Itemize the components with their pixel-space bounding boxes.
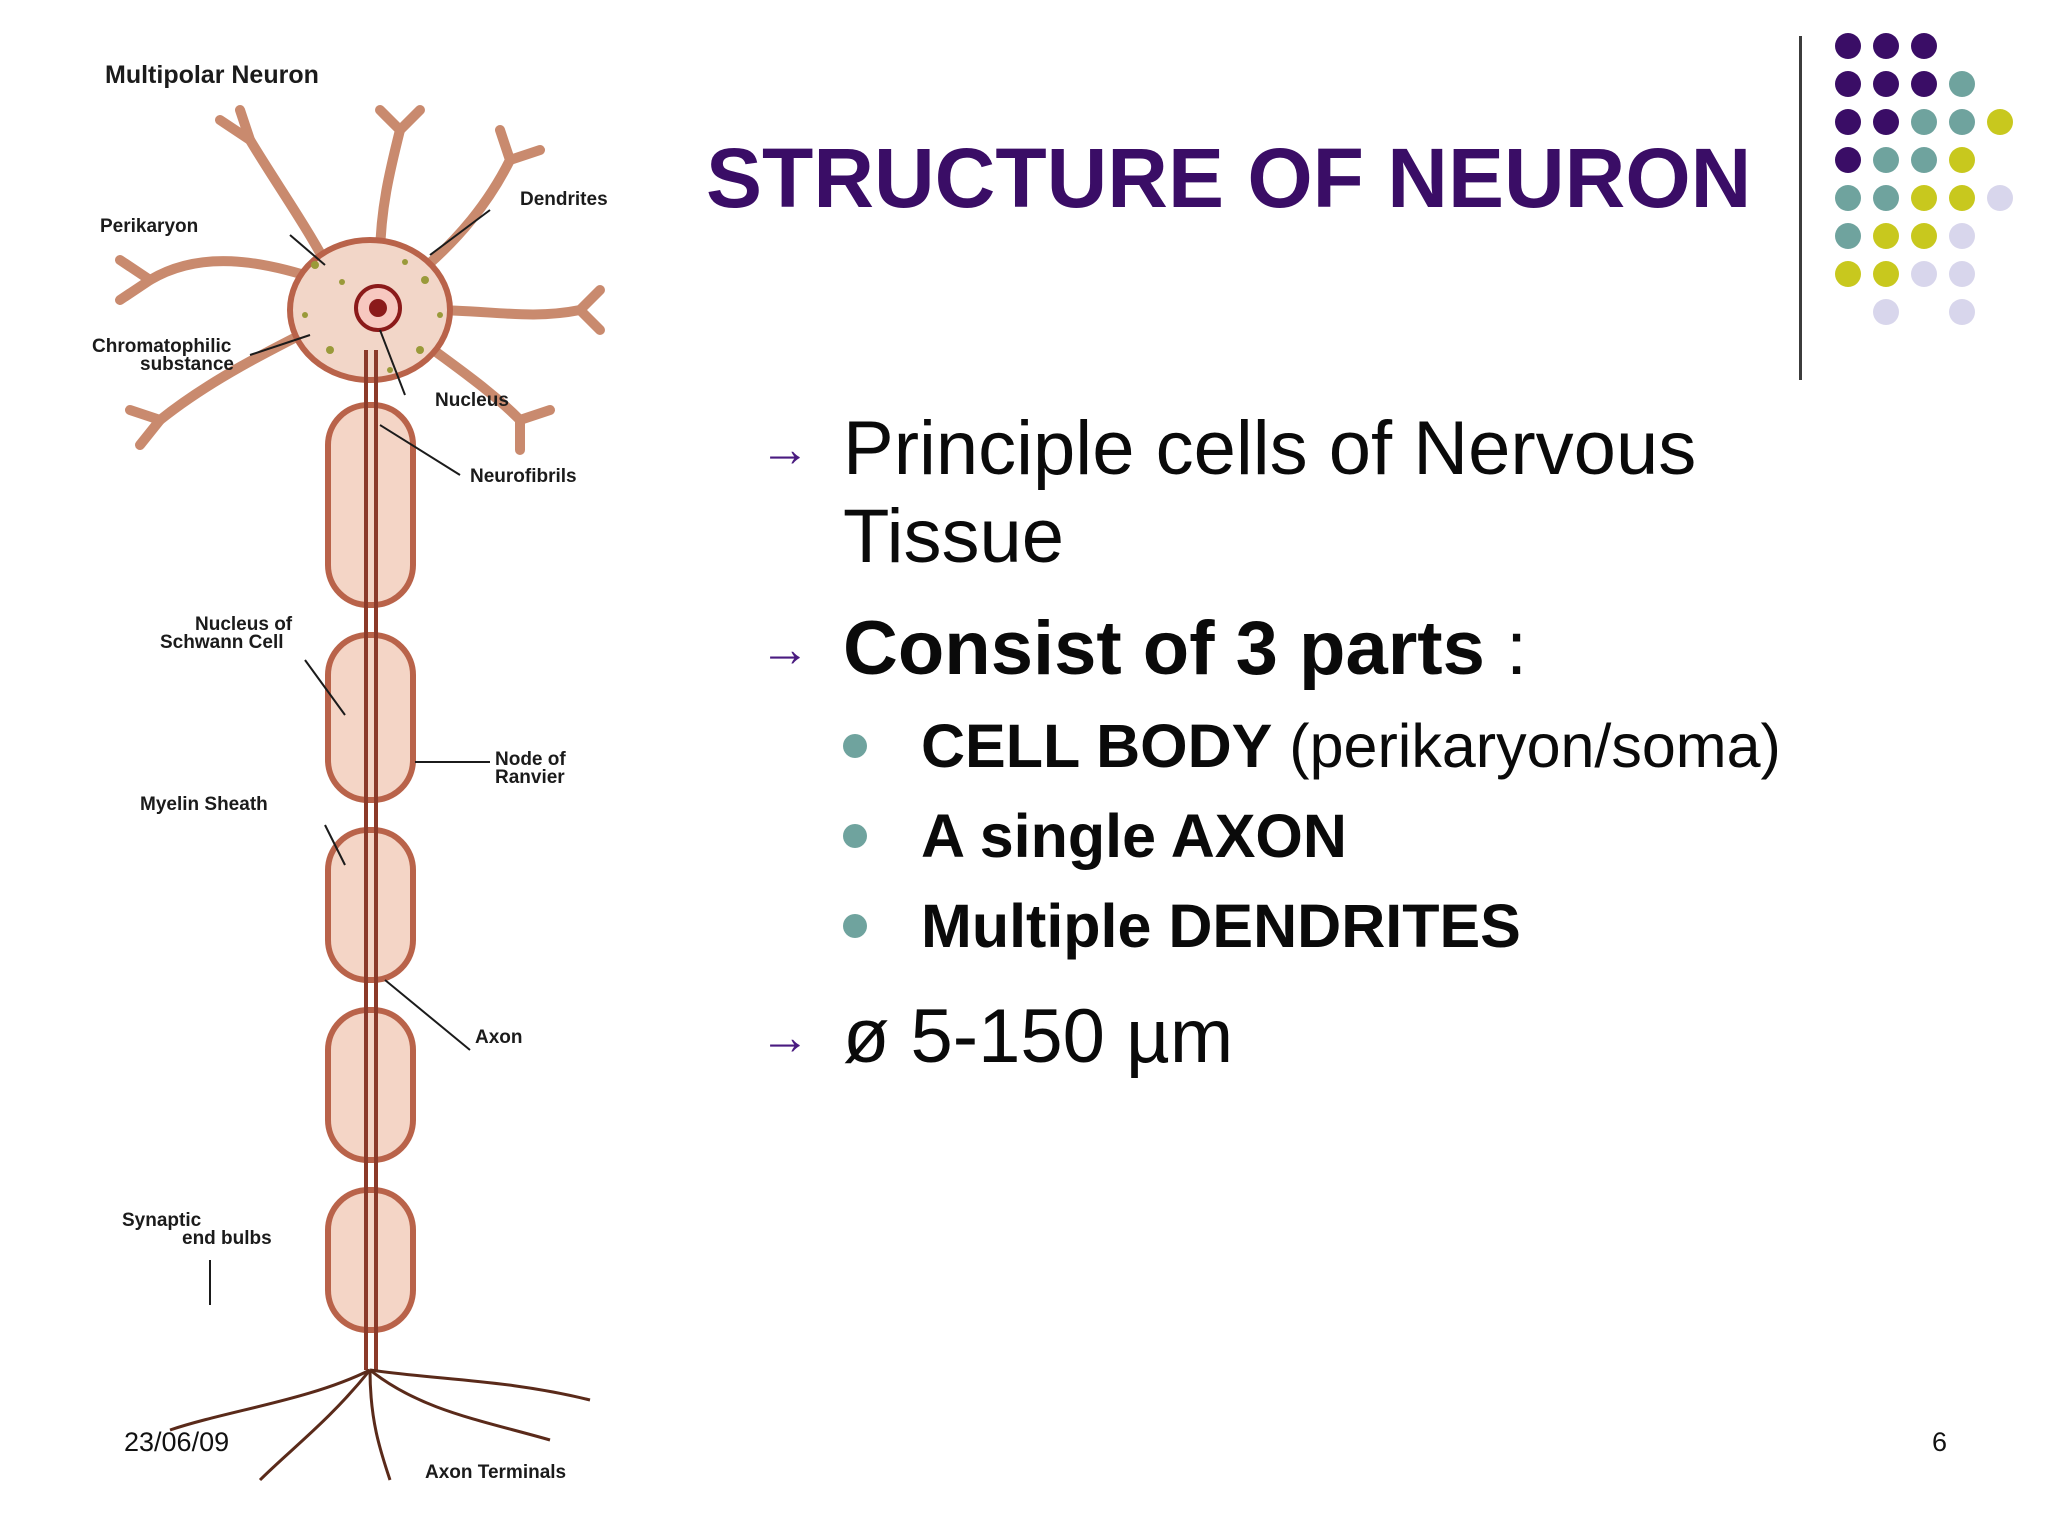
label-nucleus: Nucleus bbox=[435, 390, 509, 411]
decorative-dot bbox=[1911, 261, 1937, 287]
decorative-dot bbox=[1911, 71, 1937, 97]
decorative-dot bbox=[1949, 147, 1975, 173]
label-schwann-2: Schwann Cell bbox=[160, 632, 284, 653]
decorative-dot bbox=[1873, 299, 1899, 325]
label-chromatophilic-1: Chromatophilic bbox=[92, 336, 232, 357]
bullet-text-line-2: Tissue bbox=[843, 494, 1065, 579]
decorative-dot bbox=[1911, 223, 1937, 249]
decorative-dot bbox=[1949, 299, 1975, 325]
sub-bullet-rest: (perikaryon/soma) bbox=[1272, 712, 1781, 780]
page-number: 6 bbox=[1932, 1427, 1948, 1457]
label-chromatophilic-2: substance bbox=[140, 354, 234, 375]
bullet-list: → Principle cells of Nervous Tissue → Co… bbox=[760, 405, 2000, 1081]
label-synaptic-1: Synaptic bbox=[122, 1210, 202, 1231]
multipolar-neuron-figure: Multipolar Neuron Perikaryon Dendrites C… bbox=[92, 61, 608, 1483]
bullet-dot-icon bbox=[843, 734, 867, 758]
figure-title: Multipolar Neuron bbox=[105, 61, 319, 89]
decorative-dot bbox=[1873, 147, 1899, 173]
decorative-dot bbox=[1949, 185, 1975, 211]
footer-date: 23/06/09 bbox=[124, 1427, 230, 1457]
label-axon-terminals: Axon Terminals bbox=[425, 1462, 566, 1483]
decorative-dot bbox=[1835, 109, 1861, 135]
bullet-diameter-text: ø 5-150 µm bbox=[843, 994, 1234, 1079]
decorative-dot bbox=[1873, 109, 1899, 135]
decorative-dot bbox=[1835, 71, 1861, 97]
decorative-dot bbox=[1911, 33, 1937, 59]
title-divider bbox=[1799, 36, 1802, 380]
label-node-2: Ranvier bbox=[495, 767, 565, 788]
label-perikaryon: Perikaryon bbox=[100, 216, 198, 237]
decorative-dot bbox=[1873, 185, 1899, 211]
decorative-dot bbox=[1835, 33, 1861, 59]
decorative-dot bbox=[1835, 185, 1861, 211]
decorative-dot bbox=[1949, 223, 1975, 249]
bullet-dot-icon bbox=[843, 824, 867, 848]
decorative-dot bbox=[1911, 147, 1937, 173]
decorative-dot-grid bbox=[1835, 33, 2013, 325]
arrow-icon: → bbox=[760, 421, 810, 477]
decorative-dot bbox=[1835, 223, 1861, 249]
decorative-dot bbox=[1949, 109, 1975, 135]
decorative-dot bbox=[1987, 185, 2013, 211]
decorative-dot bbox=[1873, 33, 1899, 59]
sub-bullet-axon: A single AXON bbox=[760, 791, 2000, 881]
bullet-bold-text: Consist of 3 parts bbox=[843, 606, 1485, 691]
decorative-dot bbox=[1873, 223, 1899, 249]
sub-bullet-dendrites: Multiple DENDRITES bbox=[760, 881, 2000, 971]
label-myelin: Myelin Sheath bbox=[140, 794, 268, 815]
neuron-illustration bbox=[115, 105, 605, 1482]
decorative-dot bbox=[1911, 185, 1937, 211]
label-neurofibrils: Neurofibrils bbox=[470, 466, 577, 487]
decorative-dot bbox=[1911, 109, 1937, 135]
arrow-icon: → bbox=[760, 1009, 810, 1065]
decorative-dot bbox=[1987, 109, 2013, 135]
bullet-dot-icon bbox=[843, 914, 867, 938]
arrow-icon: → bbox=[760, 621, 810, 677]
label-schwann-1: Nucleus of bbox=[195, 614, 293, 635]
decorative-dot bbox=[1949, 261, 1975, 287]
bullet-text-line-1: Principle cells of Nervous bbox=[843, 406, 1697, 491]
label-axon: Axon bbox=[475, 1027, 523, 1048]
decorative-dot bbox=[1949, 71, 1975, 97]
label-node-1: Node of bbox=[495, 749, 566, 770]
decorative-dot bbox=[1835, 261, 1861, 287]
sub-bullet-cell-body: CELL BODY (perikaryon/soma) bbox=[760, 701, 2000, 791]
label-synaptic-2: end bulbs bbox=[182, 1228, 272, 1249]
sub-bullet-bold: Multiple DENDRITES bbox=[921, 892, 1521, 960]
decorative-dot bbox=[1835, 147, 1861, 173]
slide-title: STRUCTURE OF NEURON bbox=[706, 131, 1752, 225]
bullet-diameter: → ø 5-150 µm bbox=[760, 993, 2000, 1081]
bullet-colon: : bbox=[1484, 606, 1528, 691]
decorative-dot bbox=[1873, 71, 1899, 97]
label-dendrites: Dendrites bbox=[520, 189, 608, 210]
bullet-three-parts: → Consist of 3 parts : bbox=[760, 605, 2000, 693]
decorative-dot bbox=[1873, 261, 1899, 287]
sub-bullet-bold: CELL BODY bbox=[921, 712, 1273, 780]
bullet-principle-cells: → Principle cells of Nervous Tissue bbox=[760, 405, 2000, 581]
sub-bullet-bold: A single AXON bbox=[921, 802, 1347, 870]
